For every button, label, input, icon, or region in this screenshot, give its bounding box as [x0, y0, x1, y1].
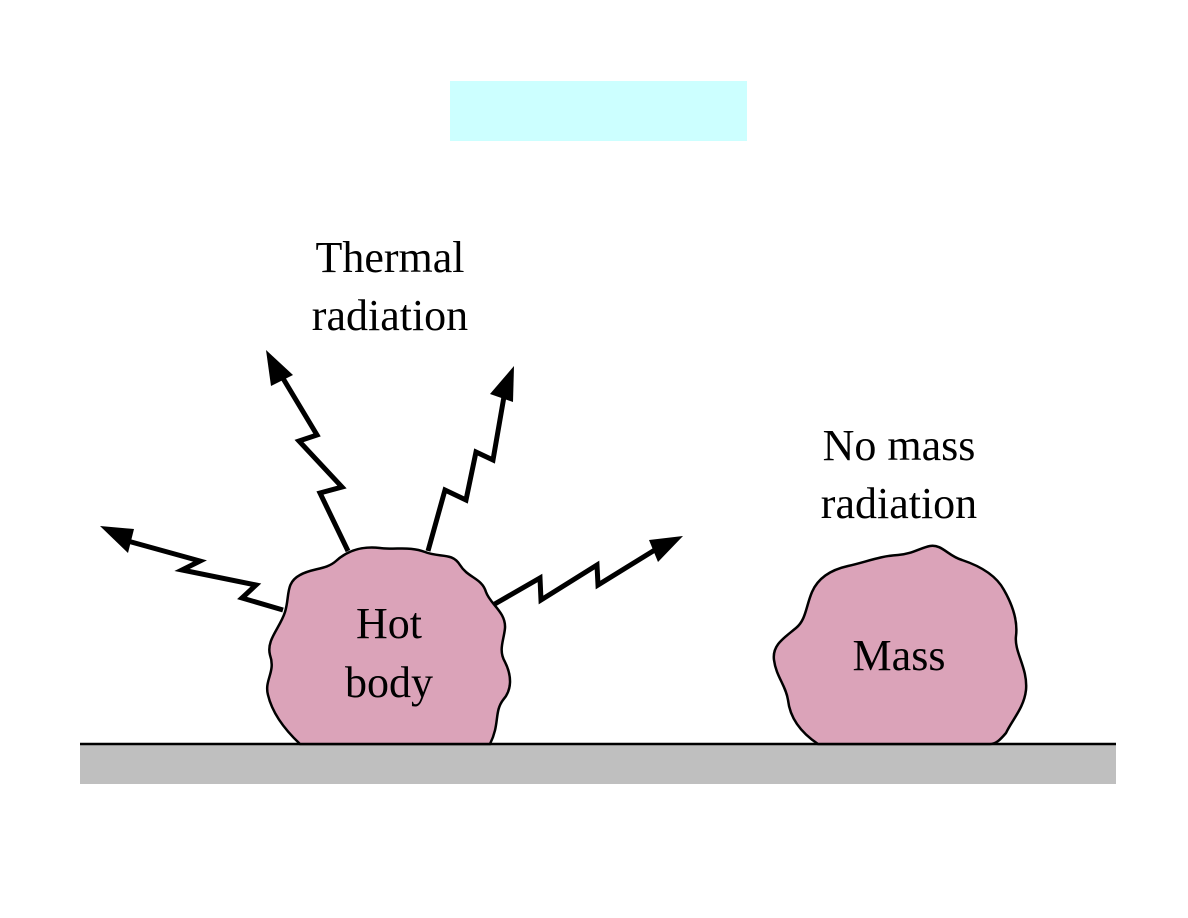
title-box — [450, 81, 747, 141]
radiation-arrow-upper-left — [275, 368, 351, 553]
radiation-arrow-left — [123, 537, 284, 613]
no-mass-radiation-label-line2: radiation — [821, 479, 977, 528]
arrow-head-upper-left — [266, 350, 293, 386]
radiation-arrow-right — [491, 545, 660, 608]
arrow-head-right — [649, 536, 683, 562]
arrow-head-left — [100, 526, 134, 553]
no-mass-radiation-label-line1: No mass — [823, 421, 976, 470]
mass-label: Mass — [853, 631, 946, 680]
thermal-radiation-label-line1: Thermal — [315, 233, 464, 282]
arrow-head-upper-right — [490, 366, 514, 402]
mass-shape — [772, 544, 1028, 746]
hot-body-label-line2: body — [345, 658, 433, 707]
arrow-heads — [100, 350, 683, 562]
hot-body-shape — [265, 546, 512, 746]
ground-surface — [80, 744, 1116, 784]
radiation-arrows — [123, 368, 660, 613]
radiation-arrow-upper-right — [425, 384, 509, 552]
hot-body-label-line1: Hot — [356, 599, 422, 648]
thermal-radiation-label-line2: radiation — [312, 291, 468, 340]
